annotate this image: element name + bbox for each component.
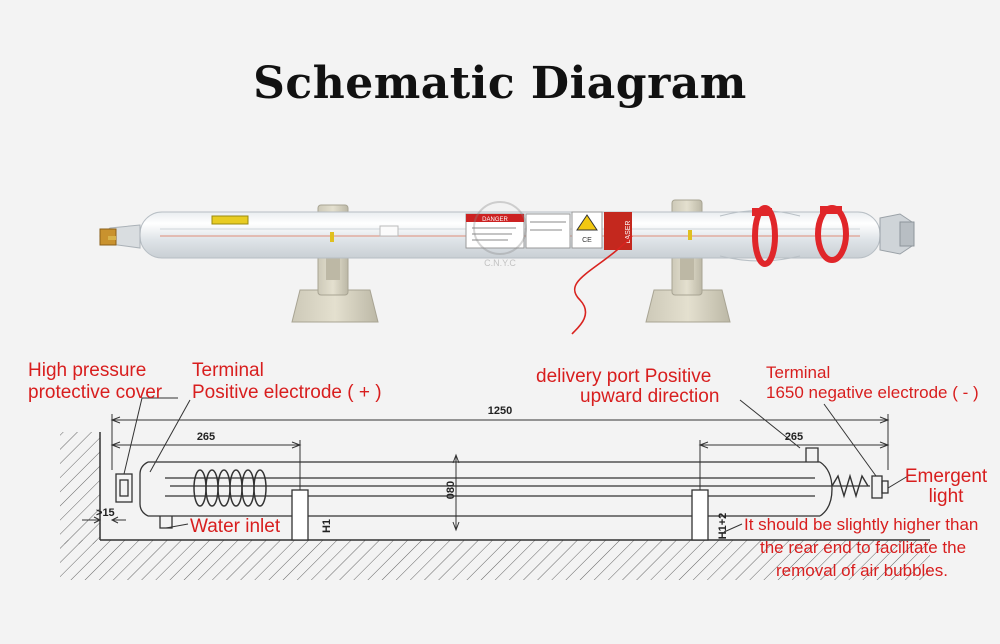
coil-left (193, 469, 267, 507)
label-note-line3: removal of air bubbles. (776, 561, 948, 580)
left-support (291, 489, 309, 541)
label-note-line1: It should be slightly higher than (744, 515, 978, 534)
warning-sticker (211, 215, 249, 225)
label-emergent-line1: Emergent (905, 466, 988, 487)
label-terminal-positive-line1: Terminal (192, 360, 264, 381)
dimension-left-265: 265 (197, 431, 215, 443)
label-terminal-positive-line2: Positive electrode ( + ) (192, 382, 382, 403)
laser-tube-photo: DANGER CE LASER C.N.Y.C (99, 199, 915, 335)
label-terminal-negative-line1: Terminal (766, 363, 830, 382)
spring-right (831, 473, 869, 499)
watermark-logo: C.N.Y.C (473, 201, 527, 268)
technical-drawing: 1250 265 265 080 (28, 360, 988, 580)
laser-brand-label: LASER (604, 212, 632, 250)
label-note-line2: the rear end to facilitate the (760, 538, 966, 557)
page-title: Schematic Diagram (253, 58, 747, 109)
dimension-right-265: 265 (785, 431, 803, 443)
red-wire (571, 235, 633, 335)
danger-label: DANGER (465, 213, 525, 249)
red-water-hose (752, 205, 849, 267)
right-terminal-cap (899, 221, 915, 247)
svg-text:DANGER: DANGER (482, 217, 508, 223)
right-support (691, 489, 709, 541)
dimension-1250: 1250 (488, 405, 512, 417)
label-emergent-line2: light (929, 486, 965, 507)
label-water-inlet: Water inlet (190, 516, 281, 537)
dimension-h1: H1 (321, 519, 333, 533)
svg-text:LASER: LASER (625, 221, 632, 244)
dimension-offset-15: >15 (96, 507, 115, 519)
label-terminal-negative-line2: 1650 negative electrode ( - ) (766, 383, 979, 402)
label-high-pressure-line1: High pressure (28, 360, 146, 381)
svg-text:C.N.Y.C: C.N.Y.C (484, 258, 516, 268)
label-high-pressure-line2: protective cover (28, 382, 163, 403)
dimension-h1-plus-2: H1+2 (717, 513, 729, 540)
label-delivery-port-line1: delivery port Positive (536, 366, 711, 387)
svg-text:CE: CE (582, 237, 592, 244)
leader-lines (123, 397, 909, 533)
label-delivery-port-line2: upward direction (580, 386, 719, 407)
hatched-ground (60, 432, 930, 580)
